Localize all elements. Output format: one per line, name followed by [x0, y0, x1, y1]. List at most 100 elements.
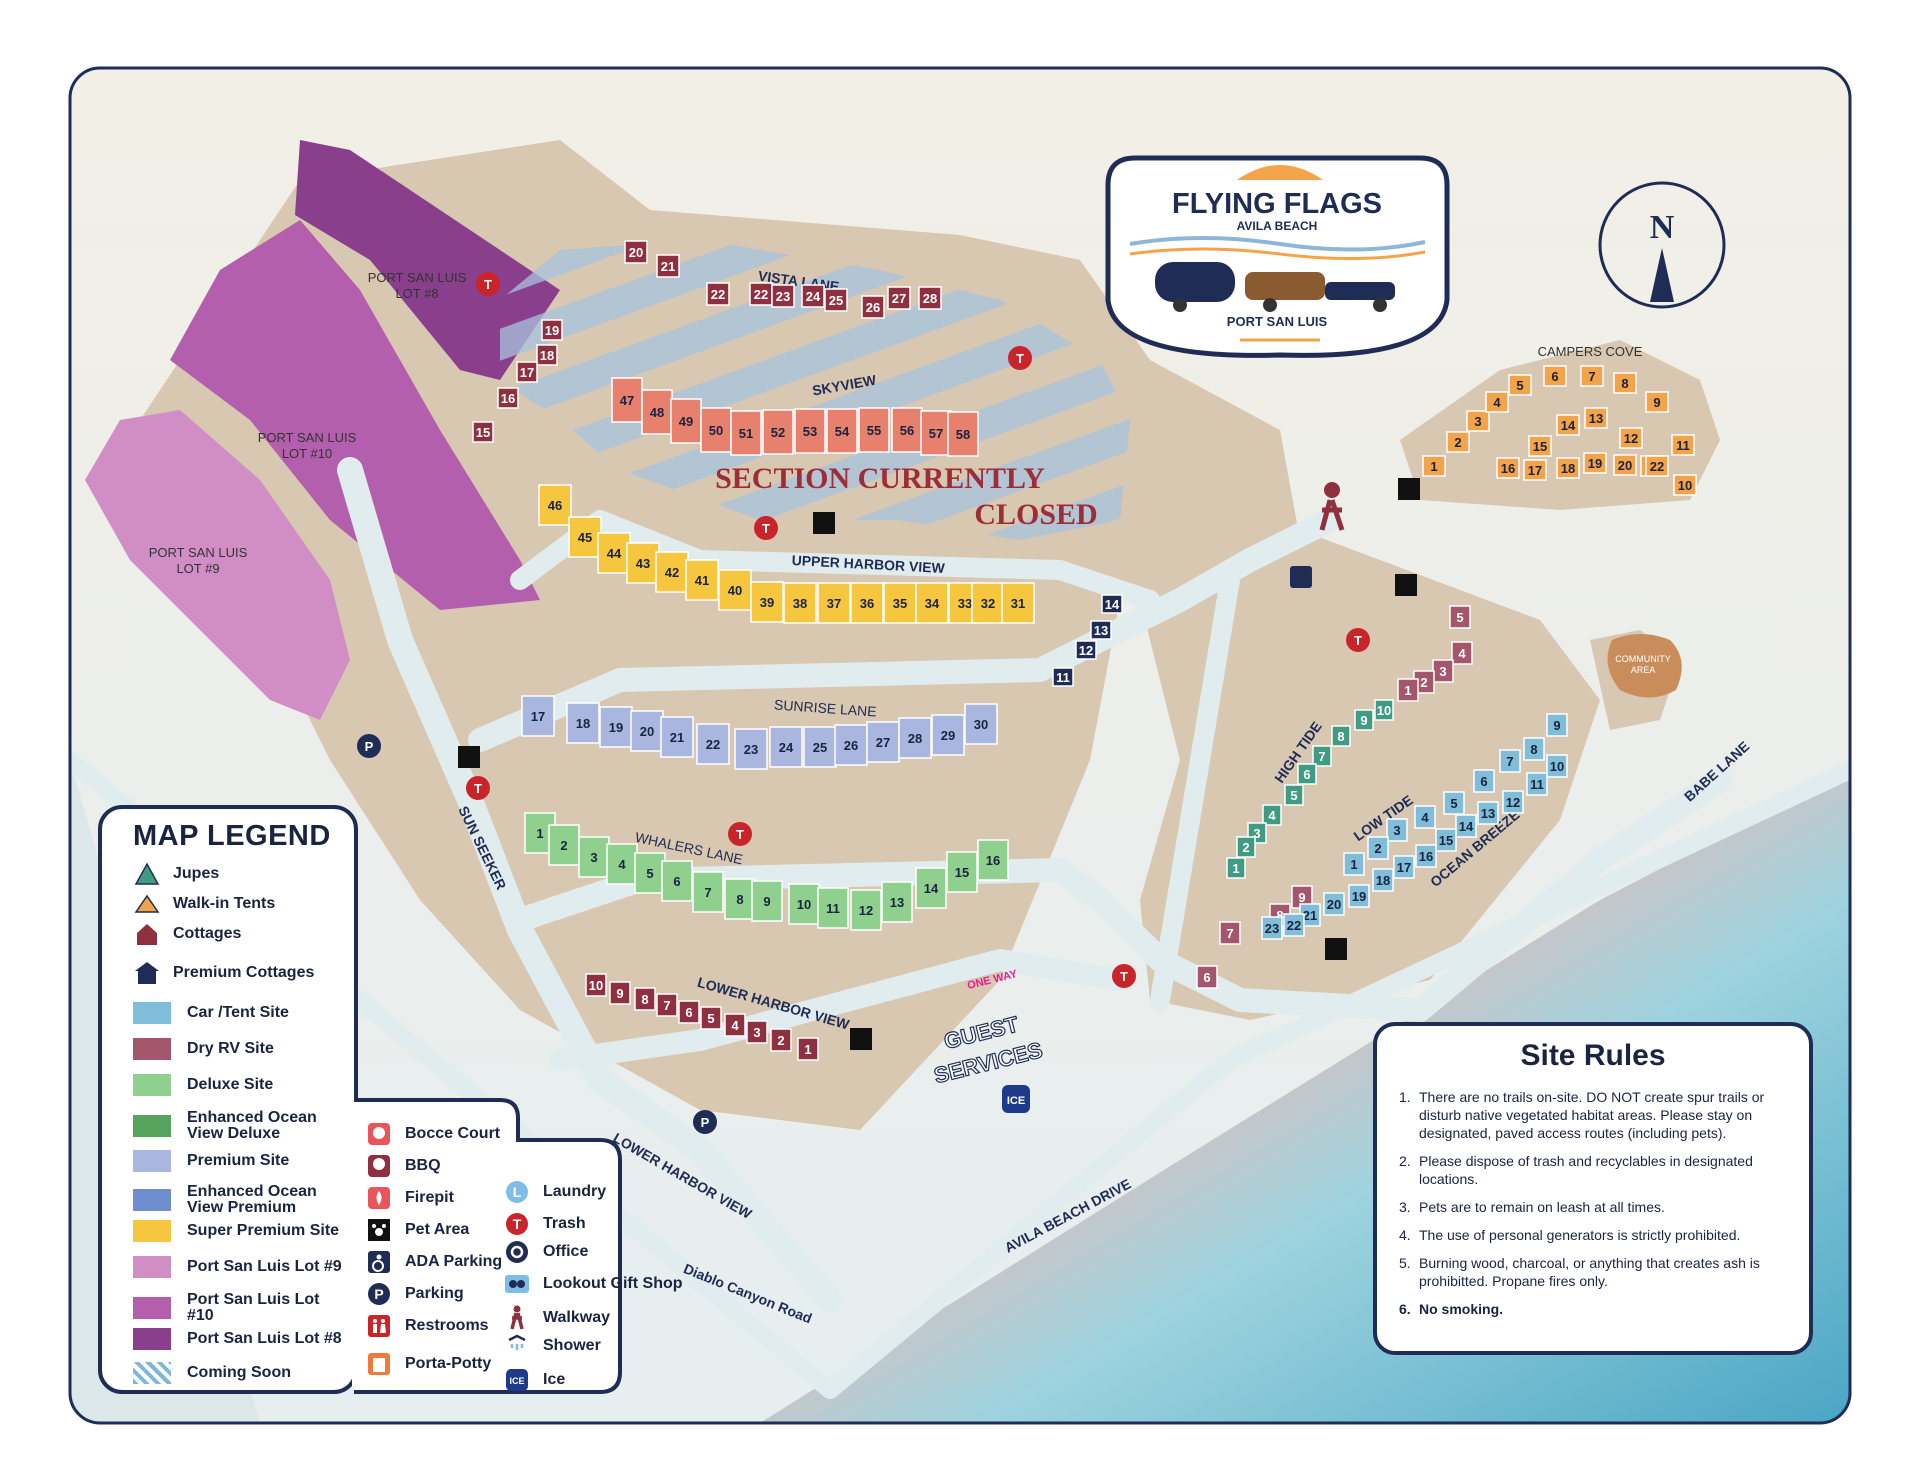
site[interactable]: 19: [599, 706, 633, 748]
site[interactable]: 46: [538, 484, 572, 526]
site[interactable]: 5: [1508, 374, 1532, 396]
site[interactable]: 44: [597, 532, 631, 574]
site[interactable]: 30: [964, 703, 998, 745]
site[interactable]: 2: [548, 824, 580, 866]
site[interactable]: 7: [1312, 745, 1332, 767]
site[interactable]: 7: [1580, 365, 1604, 387]
site[interactable]: 18: [1372, 868, 1394, 892]
site[interactable]: 2: [1236, 836, 1256, 858]
site[interactable]: 8: [1613, 372, 1637, 394]
site[interactable]: 4: [1485, 391, 1509, 413]
site[interactable]: 14: [1455, 814, 1477, 838]
site[interactable]: 43: [626, 542, 660, 584]
site[interactable]: 5: [700, 1006, 722, 1030]
site[interactable]: 7: [1219, 921, 1241, 945]
site[interactable]: 10: [1546, 754, 1568, 778]
site[interactable]: 2: [1446, 431, 1470, 453]
site[interactable]: 48: [641, 389, 673, 435]
site[interactable]: 18: [1556, 457, 1580, 479]
site[interactable]: 26: [861, 295, 885, 319]
site[interactable]: 25: [824, 288, 848, 312]
site[interactable]: 10: [788, 883, 820, 925]
site[interactable]: 24: [769, 726, 803, 768]
site[interactable]: 17: [1523, 459, 1547, 481]
site[interactable]: 35: [883, 582, 917, 624]
site[interactable]: 16: [497, 387, 519, 409]
site[interactable]: 19: [541, 319, 563, 341]
site[interactable]: 20: [624, 240, 648, 264]
site[interactable]: 16: [977, 839, 1009, 881]
site[interactable]: 13: [1477, 801, 1499, 825]
site[interactable]: 14: [915, 867, 947, 909]
site[interactable]: 36: [850, 582, 884, 624]
site[interactable]: 29: [931, 714, 965, 756]
site[interactable]: 12: [1619, 427, 1643, 449]
site[interactable]: 11: [1052, 667, 1074, 687]
site[interactable]: 6: [661, 860, 693, 902]
site[interactable]: 2: [1367, 836, 1389, 860]
site[interactable]: 21: [656, 254, 680, 278]
site[interactable]: 23: [771, 284, 795, 308]
site[interactable]: 15: [946, 851, 978, 893]
site[interactable]: 58: [947, 411, 979, 457]
site[interactable]: 15: [1528, 435, 1552, 457]
site[interactable]: 9: [1645, 391, 1669, 413]
site[interactable]: 31: [1001, 582, 1035, 624]
site[interactable]: 23: [1261, 916, 1283, 940]
site[interactable]: 5: [634, 852, 666, 894]
site[interactable]: 56: [891, 407, 923, 453]
site[interactable]: 12: [1502, 790, 1524, 814]
site[interactable]: 1: [1397, 678, 1419, 702]
site[interactable]: 3: [1386, 818, 1408, 842]
site[interactable]: 27: [887, 286, 911, 310]
site[interactable]: 27: [866, 721, 900, 763]
site[interactable]: 8: [1331, 725, 1351, 747]
site[interactable]: 34: [915, 582, 949, 624]
site[interactable]: 4: [1414, 805, 1436, 829]
site[interactable]: 6: [1297, 763, 1317, 785]
site[interactable]: 57: [920, 410, 952, 456]
site[interactable]: 24: [801, 284, 825, 308]
site[interactable]: 19: [1583, 452, 1607, 474]
site[interactable]: 4: [724, 1013, 746, 1037]
site[interactable]: 22: [706, 282, 730, 306]
site[interactable]: 1: [797, 1037, 819, 1061]
site[interactable]: 12: [850, 889, 882, 931]
site[interactable]: 11: [1671, 434, 1695, 456]
site[interactable]: 10: [585, 973, 607, 997]
site[interactable]: 17: [516, 361, 538, 383]
site[interactable]: 51: [730, 410, 762, 456]
site[interactable]: 10: [1374, 699, 1394, 721]
site[interactable]: 8: [634, 987, 656, 1011]
site[interactable]: 20: [1613, 454, 1637, 476]
site[interactable]: 11: [817, 887, 849, 929]
site[interactable]: 52: [762, 409, 794, 455]
site[interactable]: 17: [521, 695, 555, 737]
site[interactable]: 16: [1415, 844, 1437, 868]
site[interactable]: 53: [794, 408, 826, 454]
site[interactable]: 22: [696, 723, 730, 765]
site[interactable]: 3: [1466, 410, 1490, 432]
site[interactable]: 3: [1432, 659, 1454, 683]
site[interactable]: 32: [971, 582, 1005, 624]
site[interactable]: 13: [881, 881, 913, 923]
site[interactable]: 42: [655, 551, 689, 593]
site[interactable]: 9: [1546, 713, 1568, 737]
site[interactable]: 6: [678, 1000, 700, 1024]
site[interactable]: 13: [1090, 620, 1112, 640]
site[interactable]: 16: [1496, 457, 1520, 479]
site[interactable]: 49: [670, 398, 702, 444]
site[interactable]: 28: [898, 717, 932, 759]
site[interactable]: 1: [1422, 455, 1446, 477]
site[interactable]: 3: [746, 1020, 768, 1044]
site[interactable]: 12: [1075, 640, 1097, 660]
site[interactable]: 9: [751, 880, 783, 922]
site[interactable]: 18: [566, 702, 600, 744]
site[interactable]: 8: [724, 878, 756, 920]
site[interactable]: 23: [734, 728, 768, 770]
site[interactable]: 28: [918, 286, 942, 310]
site[interactable]: 37: [817, 582, 851, 624]
site[interactable]: 6: [1473, 769, 1495, 793]
site[interactable]: 5: [1443, 791, 1465, 815]
site[interactable]: 39: [750, 581, 784, 623]
